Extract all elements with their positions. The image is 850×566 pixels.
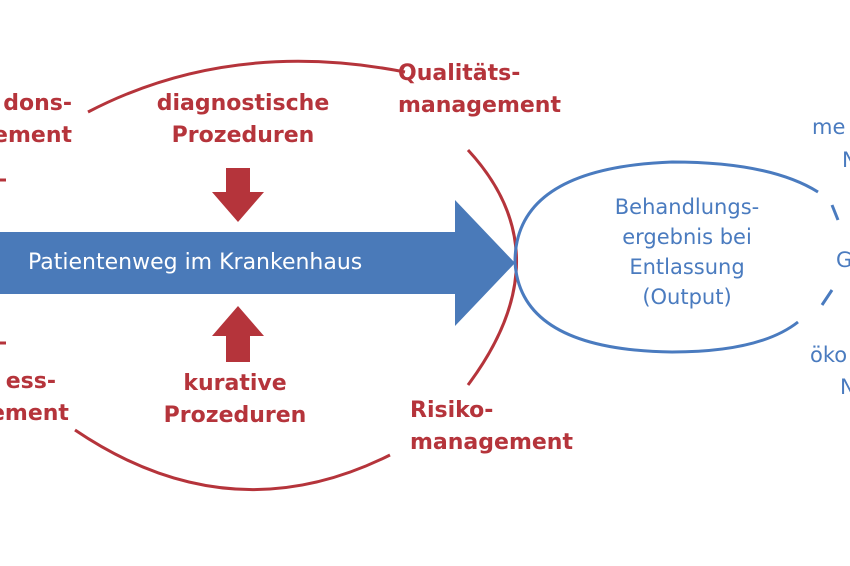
right-edge-text-4: öko [810, 343, 848, 367]
bottom-left-line-1: ess- [5, 369, 56, 394]
top-left-line-1: dons- [3, 91, 72, 116]
output-line-4: (Output) [642, 285, 732, 309]
upper-arc [87, 59, 406, 114]
output-line-2: ergebnis bei [622, 225, 752, 249]
top-left-line-2: ement [0, 123, 72, 148]
quality-management-label: Qualitäts- management [398, 58, 561, 122]
output-line-1: Behandlungs- [614, 195, 760, 219]
bottom-left-management-label: ess- ement [0, 366, 69, 430]
curative-line-1: kurative [183, 371, 287, 396]
output-oval-right-fragment [830, 204, 840, 221]
output-oval-right-fragment-2 [820, 289, 834, 306]
arrow-up-icon [212, 306, 264, 362]
right-edge-text-5: N [840, 375, 850, 399]
right-edge-text-2: N [842, 148, 850, 172]
patient-path-arrow [0, 200, 515, 326]
output-oval [513, 160, 819, 354]
bottom-left-line-2: ement [0, 401, 69, 426]
right-edge-text-3: G [836, 248, 850, 272]
diagnostic-line-1: diagnostische [156, 91, 330, 116]
right-edge-text-1: me [812, 115, 846, 139]
diagnostic-line-2: Prozeduren [171, 123, 315, 148]
risk-line-2: management [410, 430, 573, 455]
arrow-down-icon [212, 168, 264, 222]
output-line-3: Entlassung [629, 255, 745, 279]
diagnostic-procedures-label: diagnostische Prozeduren [148, 88, 338, 152]
risk-management-label: Risiko- management [410, 395, 573, 459]
curative-procedures-label: kurative Prozeduren [140, 368, 330, 432]
patient-path-label: Patientenweg im Krankenhaus [28, 250, 363, 275]
output-label: Behandlungs- ergebnis bei Entlassung (Ou… [582, 192, 792, 312]
quality-line-1: Qualitäts- [398, 61, 521, 86]
top-left-management-label: dons- ement [0, 88, 72, 152]
quality-line-2: management [398, 93, 561, 118]
lower-arc [74, 428, 391, 492]
risk-line-1: Risiko- [410, 398, 494, 423]
curative-line-2: Prozeduren [163, 403, 307, 428]
